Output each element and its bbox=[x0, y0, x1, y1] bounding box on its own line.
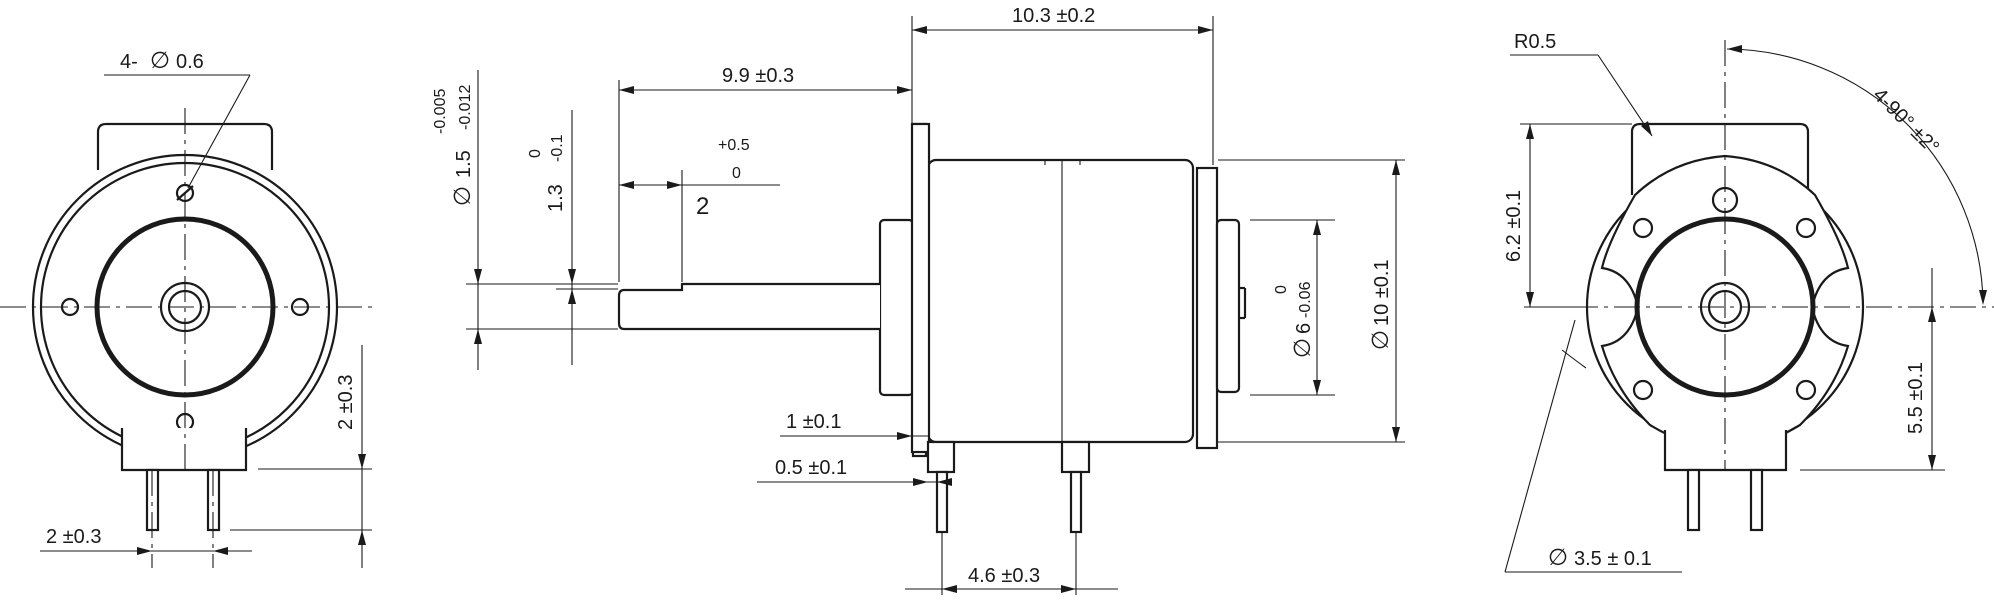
boss-diameter-tol-lower: -0.06 bbox=[1297, 281, 1314, 318]
diameter-symbol: ∅ bbox=[150, 48, 170, 74]
rear-hole-ul bbox=[1632, 217, 1654, 239]
rear-pin-right bbox=[1749, 468, 1764, 532]
hole-dia-symbol: ∅ bbox=[1548, 545, 1568, 571]
flange-plate bbox=[910, 122, 931, 454]
rear-pin-left bbox=[1686, 468, 1701, 532]
flat-nominal: 1.3 bbox=[545, 184, 567, 212]
angle-arc bbox=[1726, 48, 1984, 304]
pin-spacing-dim: 2 ±0.3 bbox=[46, 526, 101, 548]
flat-length-tol-lower: 0 bbox=[732, 165, 741, 182]
rear-cap bbox=[1195, 166, 1219, 450]
rear-hole-lr bbox=[1795, 379, 1817, 401]
shaft-length-dim: 9.9 ±0.3 bbox=[722, 65, 794, 87]
connector-block bbox=[120, 428, 248, 472]
boss-diameter-nominal: 6 bbox=[1293, 323, 1315, 334]
hole-count: 4- bbox=[120, 51, 138, 73]
motor-shaft bbox=[617, 282, 880, 331]
left-view: 4- ∅ 0.6 2 ±0.3 2 ±0.3 bbox=[0, 48, 372, 568]
shaft-diameter-nominal: 1.5 bbox=[453, 150, 475, 178]
flat-tol-upper: 0 bbox=[527, 149, 544, 158]
hole-dia-dim: 3.5 ± 0.1 bbox=[1574, 548, 1652, 570]
rear-hole-ur bbox=[1795, 217, 1817, 239]
bottom-height-dim: 5.5 ±0.1 bbox=[1905, 362, 1927, 434]
rear-boss bbox=[1215, 218, 1241, 394]
shaft-diameter-symbol: ∅ bbox=[450, 186, 476, 206]
pin-offset-dim: 0.5 ±0.1 bbox=[775, 457, 847, 479]
boss-diameter-tol-upper: 0 bbox=[1273, 285, 1290, 294]
shaft-diameter-tol-lower: -0.012 bbox=[457, 85, 474, 130]
flat-tol-lower: -0.1 bbox=[549, 134, 566, 162]
shaft-diameter-tol-upper: -0.005 bbox=[432, 89, 449, 134]
side-pin-rear-housing bbox=[1060, 440, 1091, 474]
pin-pitch-dim: 4.6 ±0.3 bbox=[968, 565, 1040, 587]
body-diameter-symbol: ∅ bbox=[1368, 330, 1394, 350]
flat-length-tol-upper: +0.5 bbox=[718, 137, 750, 154]
tab-radius-dim: R0.5 bbox=[1514, 31, 1556, 53]
side-view: 10.3 ±0.2 9.9 ±0.3 2 +0.5 0 ∅ 1.5 -0.005… bbox=[432, 5, 1405, 595]
body-length-dim: 10.3 ±0.2 bbox=[1012, 5, 1095, 27]
front-boss bbox=[878, 218, 915, 397]
boss-diameter-symbol: ∅ bbox=[1290, 338, 1316, 358]
right-view: R0.5 4-90° ±2° 6.2 ±0.1 5.5 ±0.1 ∅ 3.5 ±… bbox=[1503, 31, 1994, 573]
body-diameter-dim: 10 ±0.1 bbox=[1371, 259, 1393, 326]
rear-tab bbox=[1630, 122, 1810, 195]
top-height-dim: 6.2 ±0.1 bbox=[1503, 190, 1525, 262]
angle-dim: 4-90° ±2° bbox=[1868, 84, 1943, 159]
flat-length-nominal: 2 bbox=[696, 193, 709, 220]
rear-hole-ll bbox=[1632, 379, 1654, 401]
hole-diameter: 0.6 bbox=[176, 51, 204, 73]
pin-height-dim: 2 ±0.3 bbox=[335, 375, 357, 430]
side-pin-rear bbox=[1069, 470, 1083, 534]
motor-body bbox=[926, 158, 1195, 444]
side-pin-front-housing bbox=[926, 440, 956, 474]
flange-thickness-dim: 1 ±0.1 bbox=[786, 411, 841, 433]
